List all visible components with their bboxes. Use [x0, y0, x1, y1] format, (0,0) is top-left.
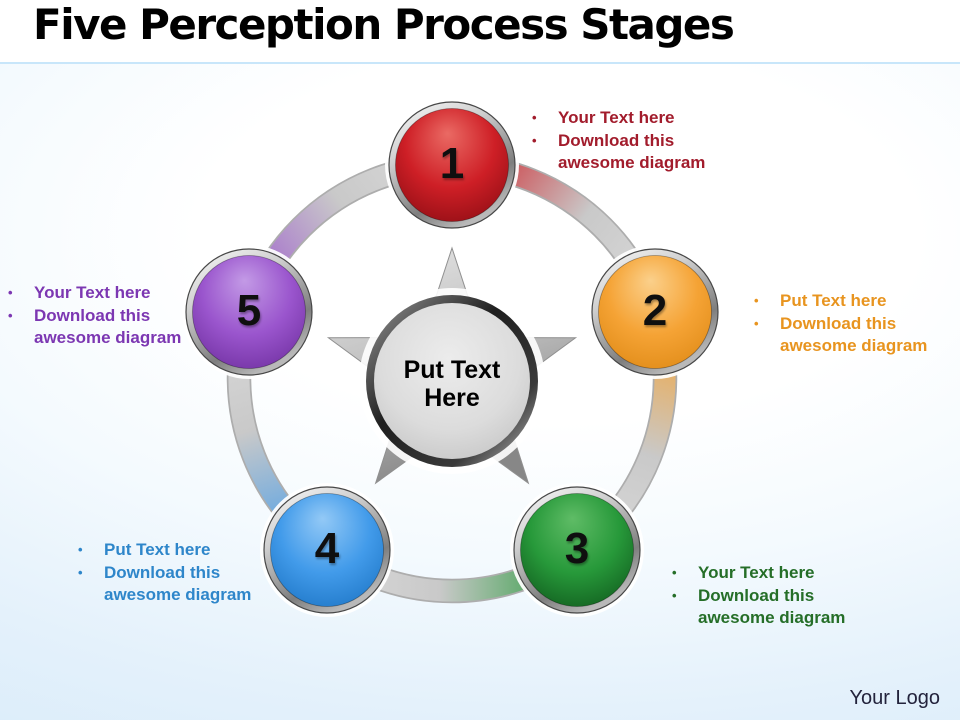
stage-4-number: 4 [314, 524, 340, 573]
bullet-item: • Put Text here [72, 539, 276, 562]
bullet-item: • Your Text here [2, 282, 206, 305]
bullet-item: • Your Text here [526, 107, 730, 130]
stage-1-number: 1 [439, 139, 465, 188]
stage-3-callout: • Your Text here • Download this awesome… [666, 562, 870, 630]
stage-5-number: 5 [236, 286, 262, 335]
stage-4-circle [260, 483, 394, 617]
logo-placeholder: Your Logo [849, 687, 940, 709]
stage-5-circle [182, 245, 316, 379]
stage-1-callout: • Your Text here • Download this awesome… [526, 107, 730, 175]
bullet-icon: • [78, 542, 83, 557]
stage-5-callout: • Your Text here • Download this awesome… [2, 282, 206, 350]
stage-4-callout: • Put Text here • Download this awesome … [72, 539, 276, 607]
bullet-item: • Put Text here [748, 290, 952, 313]
bullet-icon: • [672, 587, 677, 603]
stage-2-callout: • Put Text here • Download this awesome … [748, 290, 952, 358]
stage-2-number: 2 [642, 286, 668, 335]
bullet-item: • Download this awesome diagram [2, 305, 206, 350]
bullet-icon: • [754, 315, 759, 331]
center-label: Put Text Here [403, 356, 501, 412]
bullet-item: • Your Text here [666, 562, 870, 585]
title-bar: Five Perception Process Stages [0, 0, 960, 62]
bullet-icon: • [532, 110, 537, 125]
bullet-icon: • [754, 293, 759, 308]
stage-3-circle [510, 483, 644, 617]
bullet-icon: • [8, 285, 13, 300]
slide-title: Five Perception Process Stages [33, 0, 735, 49]
bullet-icon: • [78, 564, 83, 580]
stage-2-circle [588, 245, 722, 379]
bullet-item: • Download this awesome diagram [666, 585, 870, 630]
bullet-icon: • [8, 307, 13, 323]
stage-3-number: 3 [564, 524, 590, 573]
bullet-item: • Download this awesome diagram [526, 130, 730, 175]
bullet-item: • Download this awesome diagram [748, 313, 952, 358]
center-circle [359, 288, 545, 474]
bullet-icon: • [672, 565, 677, 580]
bullet-icon: • [532, 132, 537, 148]
bullet-item: • Download this awesome diagram [72, 562, 276, 607]
stage-1-circle [385, 98, 519, 232]
